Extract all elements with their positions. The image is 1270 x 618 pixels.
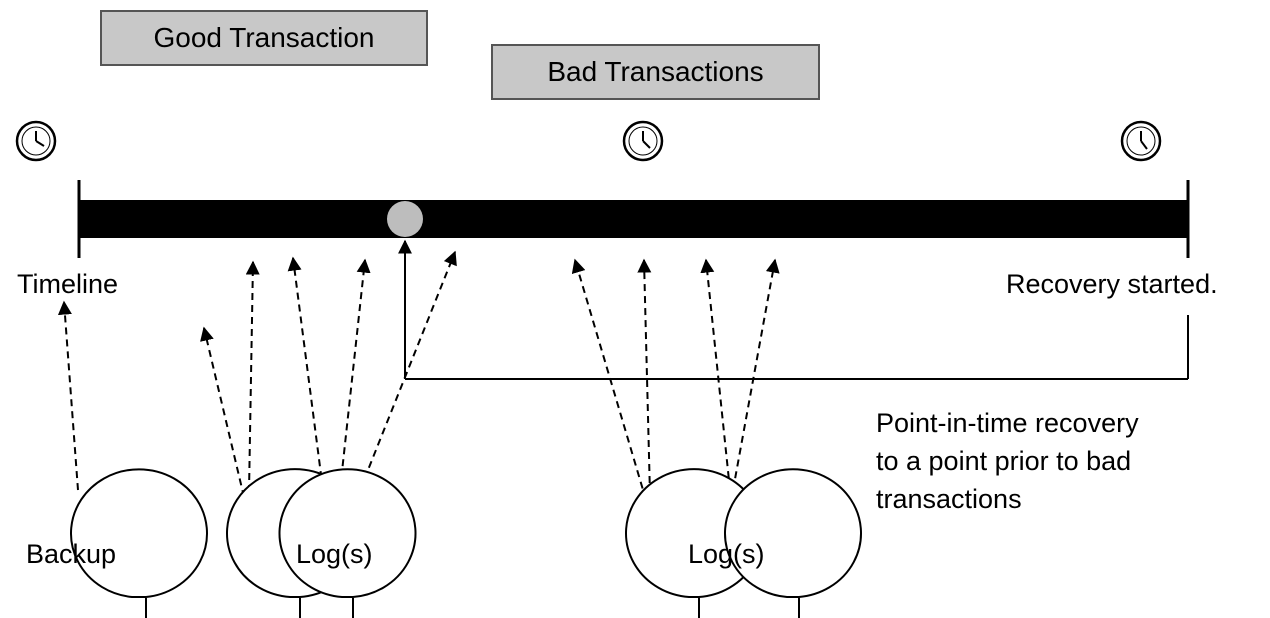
pitr-caption: Point-in-time recovery to a point prior … [876,404,1139,518]
bad-transactions-label: Bad Transactions [491,44,820,100]
backup-bubble [70,468,208,618]
log-bubble-front-left [278,468,417,618]
logs-label-left: Log(s) [296,539,373,569]
recovery-started-label: Recovery started. [1006,269,1218,299]
clock-icon [622,120,664,162]
log-arrows-right [571,258,780,501]
logs-label-right: Log(s) [688,539,765,569]
backup-label: Backup [26,539,117,569]
recovery-bracket [398,239,1189,380]
timeline-bar [77,180,1190,258]
log-bubble-front-right [724,468,862,618]
pitr-caption-line: transactions [876,484,1022,514]
pitr-caption-line: Point-in-time recovery [876,408,1139,438]
backup-arrow [57,300,79,491]
good-transaction-label: Good Transaction [100,10,428,66]
clock-icon [15,120,57,162]
recovery-point-marker [387,201,423,237]
clock-icon [1120,120,1162,162]
pitr-caption-line: to a point prior to bad [876,446,1132,476]
log-arrows-left [200,250,457,498]
timeline-label: Timeline [17,269,119,299]
